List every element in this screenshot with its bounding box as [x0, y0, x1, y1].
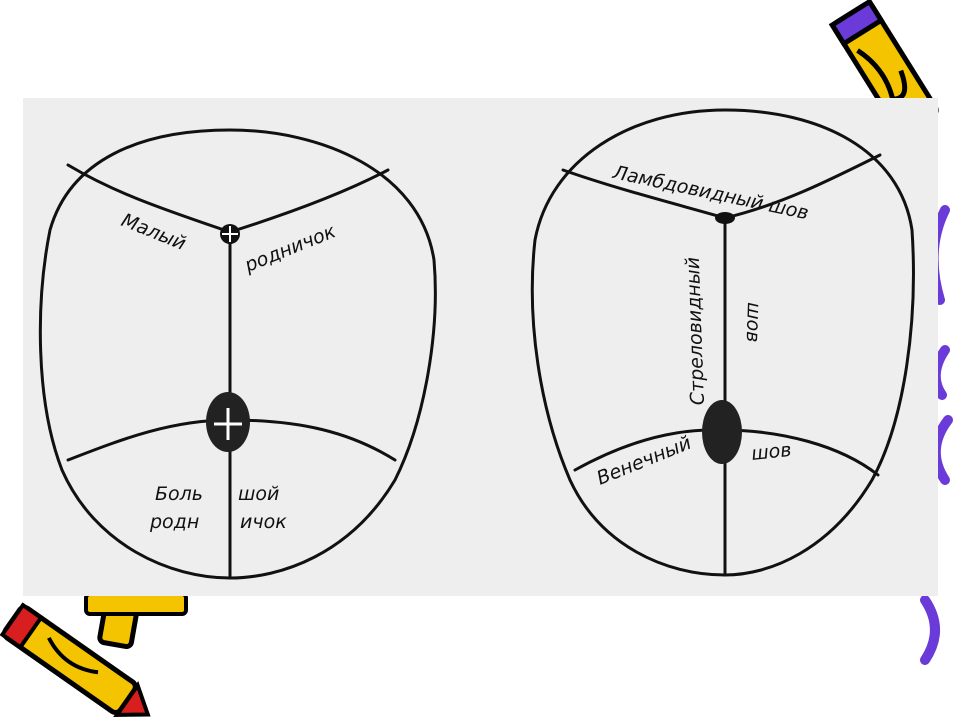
left-small-fontanelle-mark: [220, 224, 240, 244]
label-big-fontanelle-1a: Боль: [155, 483, 203, 505]
right-lambda-mark: [715, 212, 735, 224]
left-big-fontanelle-mark: [206, 392, 250, 452]
label-sagittal-suture-1: Стреловидный: [682, 257, 709, 406]
label-sagittal-suture-2: шов: [742, 302, 765, 343]
label-coronal-suture-2: шов: [750, 439, 792, 465]
diagram-panel: [23, 98, 938, 596]
label-big-fontanelle-2b: ичок: [240, 511, 287, 533]
label-big-fontanelle-2a: родн: [149, 511, 199, 533]
label-big-fontanelle-1b: шой: [238, 483, 279, 505]
right-bregma-mark: [702, 400, 742, 464]
